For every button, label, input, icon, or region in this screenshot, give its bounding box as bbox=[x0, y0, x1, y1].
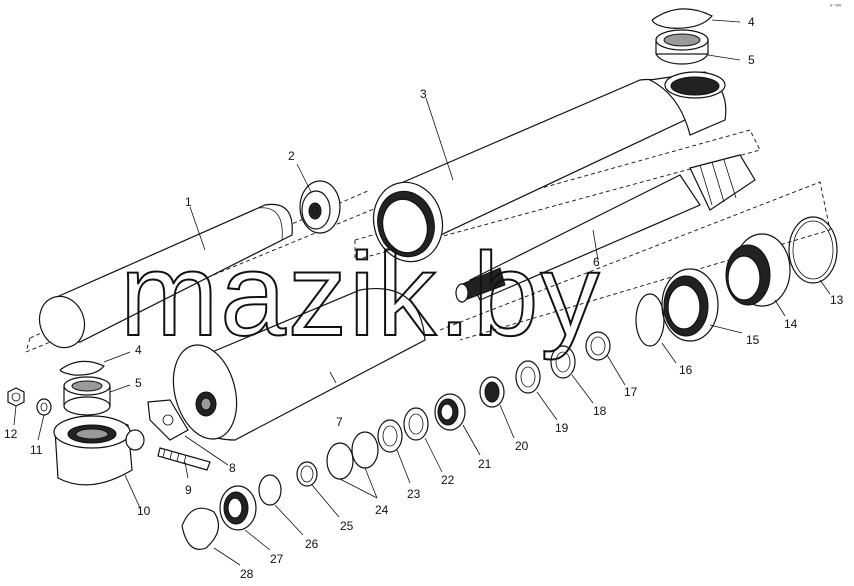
part-23-washer bbox=[377, 419, 403, 453]
label-7: 7 bbox=[336, 415, 343, 429]
label-6: 6 bbox=[593, 255, 600, 269]
part-5-bushing-bottom bbox=[63, 376, 111, 416]
label-21: 21 bbox=[478, 457, 492, 471]
part-22-washer bbox=[403, 407, 429, 441]
label-25: 25 bbox=[340, 519, 354, 533]
label-20: 20 bbox=[515, 439, 529, 453]
label-24: 24 bbox=[375, 503, 389, 517]
part-8-plate bbox=[147, 399, 189, 441]
label-15: 15 bbox=[746, 333, 760, 347]
part-9-bolt bbox=[157, 447, 211, 471]
part-14-guide bbox=[725, 233, 791, 307]
label-27: 27 bbox=[270, 552, 284, 566]
part-10-eye bbox=[53, 415, 145, 486]
part-25-ring bbox=[296, 461, 318, 487]
part-11-washer bbox=[36, 398, 52, 416]
part-26-ring bbox=[258, 474, 282, 506]
part-18-washer bbox=[550, 345, 576, 379]
part-4-snap-ring-bottom bbox=[59, 360, 105, 376]
label-4-bottom: 4 bbox=[135, 343, 142, 357]
watermark: mazik.by bbox=[120, 229, 602, 361]
label-14: 14 bbox=[784, 317, 798, 331]
part-6-rod bbox=[455, 154, 756, 303]
label-12: 12 bbox=[4, 427, 18, 441]
label-8: 8 bbox=[229, 461, 236, 475]
label-9: 9 bbox=[185, 483, 192, 497]
label-18: 18 bbox=[593, 404, 607, 418]
part-20-seal bbox=[479, 376, 505, 408]
label-23: 23 bbox=[407, 487, 421, 501]
label-11: 11 bbox=[30, 443, 43, 457]
label-26: 26 bbox=[305, 537, 319, 551]
label-10: 10 bbox=[137, 504, 151, 518]
corner-mark: ᵃ⁻ʷʷ bbox=[830, 4, 841, 10]
label-19: 19 bbox=[555, 421, 569, 435]
label-28: 28 bbox=[240, 567, 254, 581]
label-3: 3 bbox=[420, 87, 427, 101]
label-5-top: 5 bbox=[748, 53, 755, 67]
label-17: 17 bbox=[624, 385, 638, 399]
part-5-bushing-top bbox=[655, 29, 709, 65]
label-2: 2 bbox=[288, 149, 295, 163]
label-13: 13 bbox=[830, 293, 844, 307]
label-5-bottom: 5 bbox=[135, 376, 142, 390]
part-labels: 1 2 3 4 5 6 7 8 9 10 4 5 11 12 13 14 15 … bbox=[4, 15, 844, 581]
leader-lines bbox=[13, 19, 831, 566]
part-2-piston bbox=[299, 180, 341, 234]
part-17-ring bbox=[585, 331, 611, 361]
part-12-nut bbox=[7, 387, 25, 407]
label-1: 1 bbox=[185, 195, 192, 209]
part-16-oring bbox=[635, 293, 665, 347]
part-21-seal bbox=[434, 393, 466, 431]
label-22: 22 bbox=[441, 473, 455, 487]
label-16: 16 bbox=[679, 363, 693, 377]
part-15-seal-housing bbox=[661, 268, 719, 342]
part-27-nut bbox=[219, 485, 257, 531]
label-4-top: 4 bbox=[748, 15, 755, 29]
part-13-ring bbox=[788, 216, 838, 284]
part-24-rings bbox=[326, 431, 379, 480]
part-28-snap-ring bbox=[181, 507, 220, 550]
part-4-snap-ring-top bbox=[651, 8, 713, 29]
part-3-barrel bbox=[372, 71, 727, 263]
part-7-cylinder bbox=[172, 288, 426, 441]
part-19-washer bbox=[515, 360, 541, 394]
part-1-tube bbox=[38, 203, 293, 349]
